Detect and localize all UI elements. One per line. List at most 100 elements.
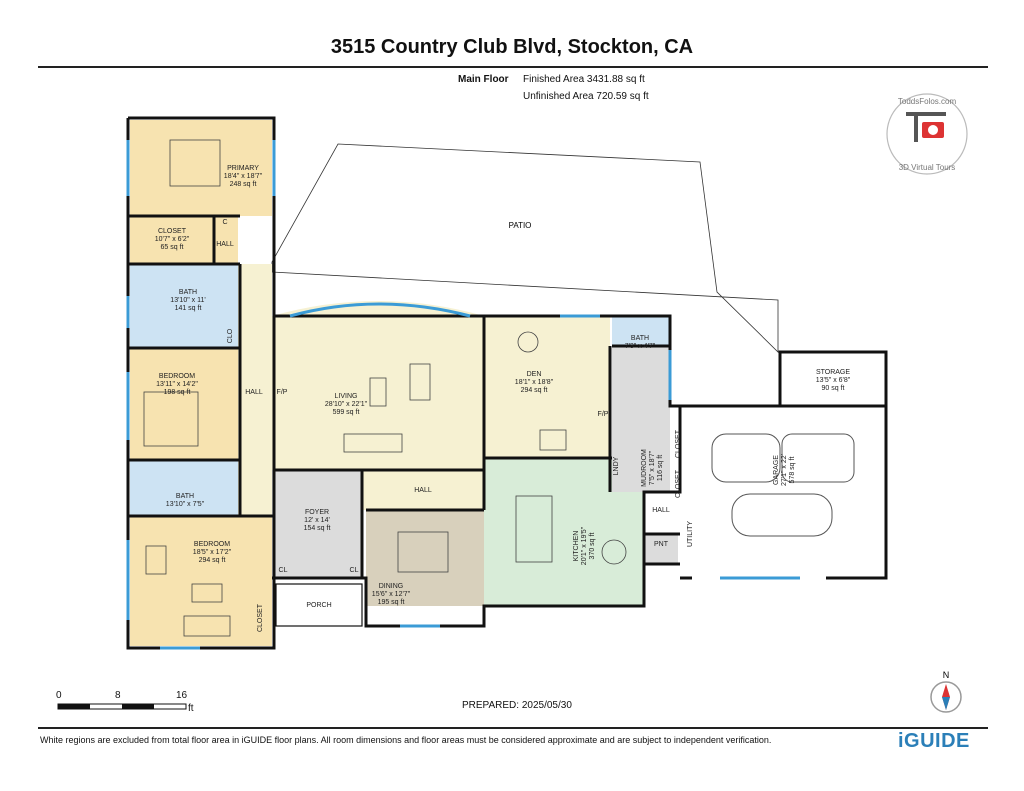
bedroom2-label: BEDROOM [194, 541, 230, 548]
patio-outline [271, 143, 779, 353]
pnt-label: PNT [654, 541, 669, 548]
hall-main-label: HALL [245, 389, 263, 396]
den-room [484, 316, 610, 458]
finished-area: Finished Area 3431.88 sq ft [523, 74, 645, 85]
header-divider [38, 66, 988, 68]
closet4-label: CLOSET [675, 469, 682, 498]
den-label: DEN [527, 371, 542, 378]
prepared-date: PREPARED: 2025/05/30 [462, 700, 572, 711]
cl1-label: CL [279, 567, 288, 574]
cl2-label: CL [350, 567, 359, 574]
closet-dim: 10'7" x 6'2" [155, 236, 190, 243]
closet-room [130, 216, 214, 264]
fp1-label: F/P [277, 389, 288, 396]
bath1-area: 141 sq ft [175, 305, 202, 312]
scale-bar [57, 703, 187, 710]
foyer-room [272, 470, 362, 578]
patio-label: PATIO [509, 221, 532, 230]
closet-area: 65 sq ft [161, 244, 184, 251]
floor-name: Main Floor [458, 74, 509, 85]
hall-small-room [214, 216, 238, 264]
watermark-badge: ToddsFolos.com 3D Virtual Tours [886, 93, 968, 175]
bath2-label: BATH [176, 493, 194, 500]
primary-label: PRIMARY [227, 165, 259, 172]
scale-mid: 8 [115, 690, 121, 701]
bath3-label: BATH [631, 335, 649, 342]
living-area: 599 sq ft [333, 409, 360, 416]
hall-center-room [362, 470, 484, 510]
foyer-dim: 12' x 14' [304, 517, 330, 524]
bath1-label: BATH [179, 289, 197, 296]
mudroom-label: MUDROOM [641, 449, 648, 487]
living-room [272, 316, 484, 470]
den-area: 294 sq ft [521, 387, 548, 394]
bath2-dim: 13'10" x 7'5" [166, 501, 205, 508]
bedroom2-dim: 18'5" x 17'2" [193, 549, 232, 556]
closet-label: CLOSET [158, 228, 187, 235]
garage-label: GARAGE [773, 455, 780, 485]
disclaimer: White regions are excluded from total fl… [40, 735, 772, 745]
foyer-label: FOYER [305, 509, 329, 516]
bedroom2-room [130, 516, 272, 646]
hall-small-label: HALL [216, 241, 234, 248]
unfinished-area: Unfinished Area 720.59 sq ft [523, 91, 649, 102]
iguide-logo: iGUIDE [898, 730, 970, 752]
watermark-bottom: 3D Virtual Tours [899, 163, 956, 172]
fp2-label: F/P [598, 411, 609, 418]
mudroom-room [612, 346, 670, 492]
compass-icon: N [930, 670, 962, 713]
kitchen-dim: 20'1" x 19'5" [581, 526, 588, 565]
bath1-dim: 13'10" x 11' [170, 297, 205, 304]
mudroom-area: 116 sq ft [657, 455, 664, 481]
storage-area: 90 sq ft [822, 385, 845, 392]
primary-room [130, 120, 272, 216]
closet2-label: CLOSET [257, 603, 264, 632]
clo-label: CLO [227, 328, 234, 343]
kitchen-label: KITCHEN [573, 531, 580, 562]
living-dim: 28'10" x 22'1" [325, 401, 368, 408]
scale-max: 16 [176, 690, 188, 701]
den-dim: 18'1" x 18'8" [515, 379, 554, 386]
page-title: 3515 Country Club Blvd, Stockton, CA [330, 36, 694, 58]
dining-room [366, 510, 484, 606]
bedroom1-label: BEDROOM [159, 373, 195, 380]
c-label: C [222, 219, 227, 226]
lndy-label: LNDY [613, 456, 620, 475]
storage-dim: 13'5" x 6'8" [816, 377, 851, 384]
pnt-room [644, 534, 678, 564]
garage-area: 578 sq ft [789, 457, 796, 484]
storage-label: STORAGE [816, 369, 850, 376]
watermark-top: ToddsFolos.com [898, 97, 957, 106]
hall-main-room [238, 264, 272, 516]
hall-kitchen-label: HALL [652, 507, 670, 514]
car-2 [781, 433, 855, 483]
garage-dim: 27'1" x 22' [781, 454, 788, 486]
scale-zero: 0 [56, 690, 62, 701]
bedroom2-area: 294 sq ft [199, 557, 226, 564]
primary-dim: 18'4" x 18'7" [224, 173, 263, 180]
bedroom1-area: 198 sq ft [164, 389, 191, 396]
dining-label: DINING [379, 583, 404, 590]
primary-area: 248 sq ft [230, 181, 257, 188]
compass-label: N [943, 670, 950, 680]
car-3 [731, 493, 833, 537]
kitchen-area: 370 sq ft [589, 533, 596, 560]
bath2-room [130, 460, 240, 516]
utility-label: UTILITY [687, 521, 694, 547]
closet3-label: CLOSET [675, 429, 682, 458]
footer-divider [38, 727, 988, 729]
porch [275, 583, 363, 627]
bedroom1-room [130, 348, 240, 460]
bath1-room [130, 264, 240, 348]
porch-label: PORCH [306, 602, 331, 609]
mudroom-dim: 7'5" x 18'7" [649, 450, 656, 485]
bath3-dim: 7'3" x 4'7" [625, 343, 656, 350]
foyer-area: 154 sq ft [304, 525, 331, 532]
bath3-room [612, 316, 670, 346]
scale-unit: ft [188, 703, 194, 714]
dining-dim: 15'6" x 12'7" [372, 591, 411, 598]
living-label: LIVING [335, 393, 358, 400]
bedroom1-dim: 13'11" x 14'2" [156, 381, 198, 388]
hall-center-label: HALL [414, 487, 432, 494]
dining-area: 195 sq ft [378, 599, 405, 606]
